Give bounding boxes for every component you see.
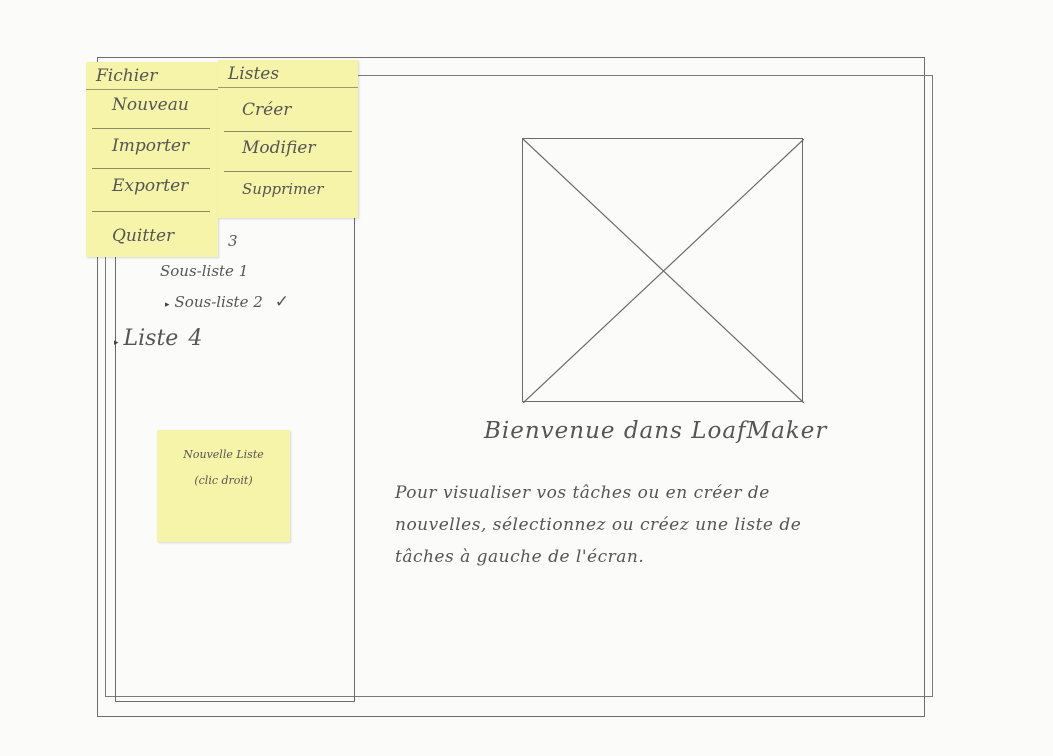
menu-item-modifier[interactable]: Modifier — [242, 138, 316, 158]
logo-placeholder-image — [522, 138, 804, 403]
menu-divider — [92, 211, 210, 212]
right-click-hint: (clic droit) — [194, 474, 253, 487]
new-list-hint-note[interactable]: Nouvelle Liste (clic droit) — [157, 430, 290, 542]
tree-item-sous-liste-1[interactable]: Sous-liste 1 — [160, 262, 248, 280]
menu-item-creer[interactable]: Créer — [242, 100, 292, 120]
tree-item-number: 4 — [188, 326, 203, 351]
listes-menu: Listes — [218, 60, 358, 218]
expand-arrow-icon[interactable]: ▸ — [165, 300, 170, 310]
menu-divider — [92, 128, 210, 129]
window-frame — [97, 57, 925, 717]
welcome-title: Bienvenue dans LoafMaker — [484, 418, 828, 444]
check-icon: ✓ — [274, 292, 290, 312]
menu-title-listes[interactable]: Listes — [218, 60, 358, 88]
menu-divider — [92, 168, 210, 169]
menu-item-quitter[interactable]: Quitter — [112, 226, 175, 246]
tree-item-label: Sous-liste 2 — [174, 293, 263, 311]
tree-item-liste-4[interactable]: ▸ Liste 4 — [114, 326, 202, 351]
tree-item-label: 3 — [228, 232, 238, 250]
tree-item-sous-liste-2[interactable]: ▸ Sous-liste 2 ✓ — [165, 292, 289, 312]
tree-item-label: Sous-liste 1 — [160, 262, 249, 280]
menu-divider — [224, 131, 352, 132]
menu-item-supprimer[interactable]: Supprimer — [242, 180, 324, 198]
main-content-frame — [105, 75, 933, 697]
menu-item-importer[interactable]: Importer — [112, 136, 190, 156]
tree-item-liste-3[interactable]: 3 — [228, 232, 238, 250]
fichier-menu: Fichier — [86, 62, 218, 257]
welcome-instructions: Pour visualiser vos tâches ou en créer d… — [395, 483, 802, 567]
new-list-label: Nouvelle Liste — [183, 448, 264, 461]
menu-item-exporter[interactable]: Exporter — [112, 176, 189, 196]
tree-item-label: Liste — [123, 326, 179, 351]
expand-arrow-icon[interactable]: ▸ — [114, 338, 119, 348]
menu-title-fichier[interactable]: Fichier — [86, 62, 218, 90]
menu-item-nouveau[interactable]: Nouveau — [112, 95, 189, 115]
menu-divider — [224, 171, 352, 172]
